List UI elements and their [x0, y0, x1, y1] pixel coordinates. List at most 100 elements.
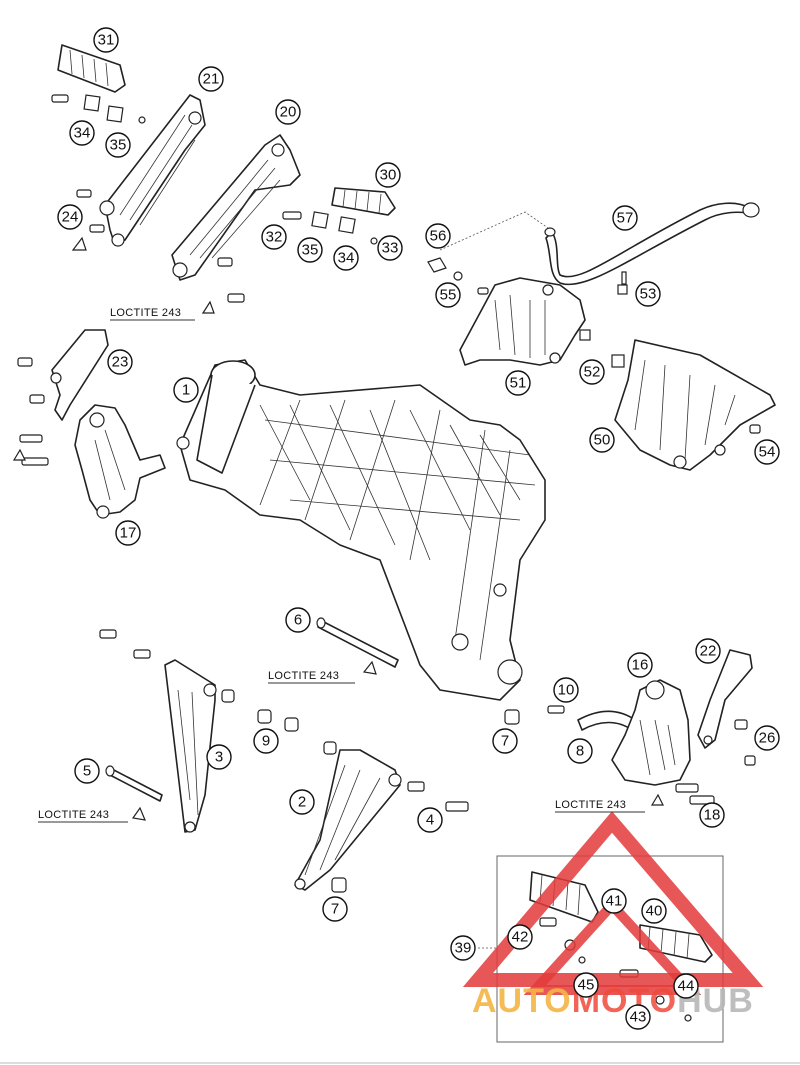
- svg-text:1: 1: [182, 382, 190, 399]
- svg-text:42: 42: [512, 929, 529, 946]
- svg-text:33: 33: [382, 240, 399, 257]
- callout-39: 39: [450, 935, 476, 961]
- callout-55: 55: [435, 282, 461, 308]
- callout-52: 52: [579, 359, 605, 385]
- callout-32: 32: [261, 224, 287, 250]
- svg-text:2: 2: [298, 794, 306, 811]
- strut-3: [99, 629, 235, 833]
- svg-text:26: 26: [759, 730, 776, 747]
- callout-40: 40: [641, 898, 667, 924]
- svg-text:35: 35: [110, 137, 127, 154]
- watermark-logo: AUTOMOTOHUB: [462, 811, 764, 1020]
- callout-35-right: 35: [297, 237, 323, 263]
- callout-6: 6: [285, 607, 311, 633]
- svg-text:8: 8: [576, 743, 584, 760]
- svg-text:7: 7: [331, 901, 339, 918]
- svg-text:51: 51: [510, 375, 527, 392]
- callout-30: 30: [375, 162, 401, 188]
- nuts-9: [257, 709, 299, 732]
- svg-text:AUTOMOTOHUB: AUTOMOTOHUB: [472, 982, 754, 1020]
- callout-43: 43: [625, 1004, 651, 1030]
- svg-text:LOCTITE 243: LOCTITE 243: [268, 670, 339, 682]
- svg-text:LOCTITE 243: LOCTITE 243: [555, 799, 626, 811]
- callout-50: 50: [589, 427, 615, 453]
- svg-text:9: 9: [262, 733, 270, 750]
- callout-20: 20: [275, 99, 301, 125]
- callout-24: 24: [57, 204, 83, 230]
- svg-text:7: 7: [501, 733, 509, 750]
- callout-18: 18: [699, 802, 725, 828]
- callout-35-left: 35: [105, 132, 131, 158]
- watermark-auto-text: AUTO: [472, 982, 572, 1020]
- small-hardware-top-right: [427, 257, 761, 434]
- tank-support-tube: [544, 202, 760, 286]
- svg-text:45: 45: [578, 977, 595, 994]
- callout-17: 17: [115, 520, 141, 546]
- svg-text:34: 34: [338, 250, 355, 267]
- callout-54: 54: [754, 439, 780, 465]
- part-callouts: 31 21 34 35 20 24 30 32 35 34 33 57 56 5…: [57, 27, 780, 1030]
- svg-text:53: 53: [640, 286, 657, 303]
- chain-guide-8: [547, 705, 639, 731]
- callout-4: 4: [417, 807, 443, 833]
- svg-text:57: 57: [617, 210, 634, 227]
- long-bolt-5: [105, 765, 163, 821]
- svg-text:LOCTITE 243: LOCTITE 243: [38, 809, 109, 821]
- bracket-23: [17, 329, 109, 421]
- callout-26: 26: [754, 725, 780, 751]
- svg-text:30: 30: [380, 167, 397, 184]
- svg-text:50: 50: [594, 432, 611, 449]
- callout-10: 10: [553, 677, 579, 703]
- svg-text:17: 17: [120, 525, 137, 542]
- svg-text:44: 44: [678, 978, 695, 995]
- callout-33: 33: [377, 235, 403, 261]
- callout-22: 22: [695, 638, 721, 664]
- bracket-22: [697, 649, 756, 766]
- callout-1: 1: [173, 377, 199, 403]
- rear-footpeg: [57, 44, 126, 93]
- footrest-holder-16: [611, 679, 691, 786]
- bolts-18: [650, 783, 715, 806]
- svg-text:18: 18: [704, 807, 721, 824]
- long-bolt-6: [316, 617, 399, 675]
- callout-34-left: 34: [69, 120, 95, 146]
- svg-text:23: 23: [112, 354, 129, 371]
- svg-text:LOCTITE 243: LOCTITE 243: [110, 307, 181, 319]
- bolt-loctite-top: [201, 293, 245, 314]
- main-frame: [176, 359, 546, 701]
- svg-text:24: 24: [62, 209, 79, 226]
- bracket-51: [459, 277, 586, 366]
- svg-text:22: 22: [700, 643, 717, 660]
- svg-text:34: 34: [74, 125, 91, 142]
- svg-text:5: 5: [83, 763, 91, 780]
- callout-9: 9: [253, 728, 279, 754]
- callout-51: 51: [505, 370, 531, 396]
- bolts-4: [407, 781, 469, 812]
- callout-7-right: 7: [492, 728, 518, 754]
- svg-text:32: 32: [266, 229, 283, 246]
- svg-text:20: 20: [280, 104, 297, 121]
- svg-text:10: 10: [558, 682, 575, 699]
- callout-16: 16: [627, 652, 653, 678]
- small-hardware-top-left: [51, 94, 146, 251]
- svg-text:35: 35: [302, 242, 319, 259]
- svg-text:41: 41: [606, 893, 623, 910]
- svg-text:52: 52: [584, 364, 601, 381]
- footrest-holder-17: [12, 404, 166, 519]
- loctite-note-right: LOCTITE 243: [555, 799, 645, 813]
- svg-text:54: 54: [759, 444, 776, 461]
- callout-31: 31: [93, 27, 119, 53]
- svg-text:40: 40: [646, 903, 663, 920]
- svg-text:55: 55: [440, 287, 457, 304]
- callout-2: 2: [289, 789, 315, 815]
- leader-line-56: [439, 211, 549, 251]
- callout-21: 21: [198, 66, 224, 92]
- callout-44: 44: [673, 973, 699, 999]
- loctite-note-middle: LOCTITE 243: [268, 670, 355, 684]
- svg-text:21: 21: [203, 71, 220, 88]
- callout-53: 53: [635, 281, 661, 307]
- svg-text:39: 39: [455, 940, 472, 957]
- spacers-7: [331, 709, 520, 893]
- svg-text:4: 4: [426, 812, 434, 829]
